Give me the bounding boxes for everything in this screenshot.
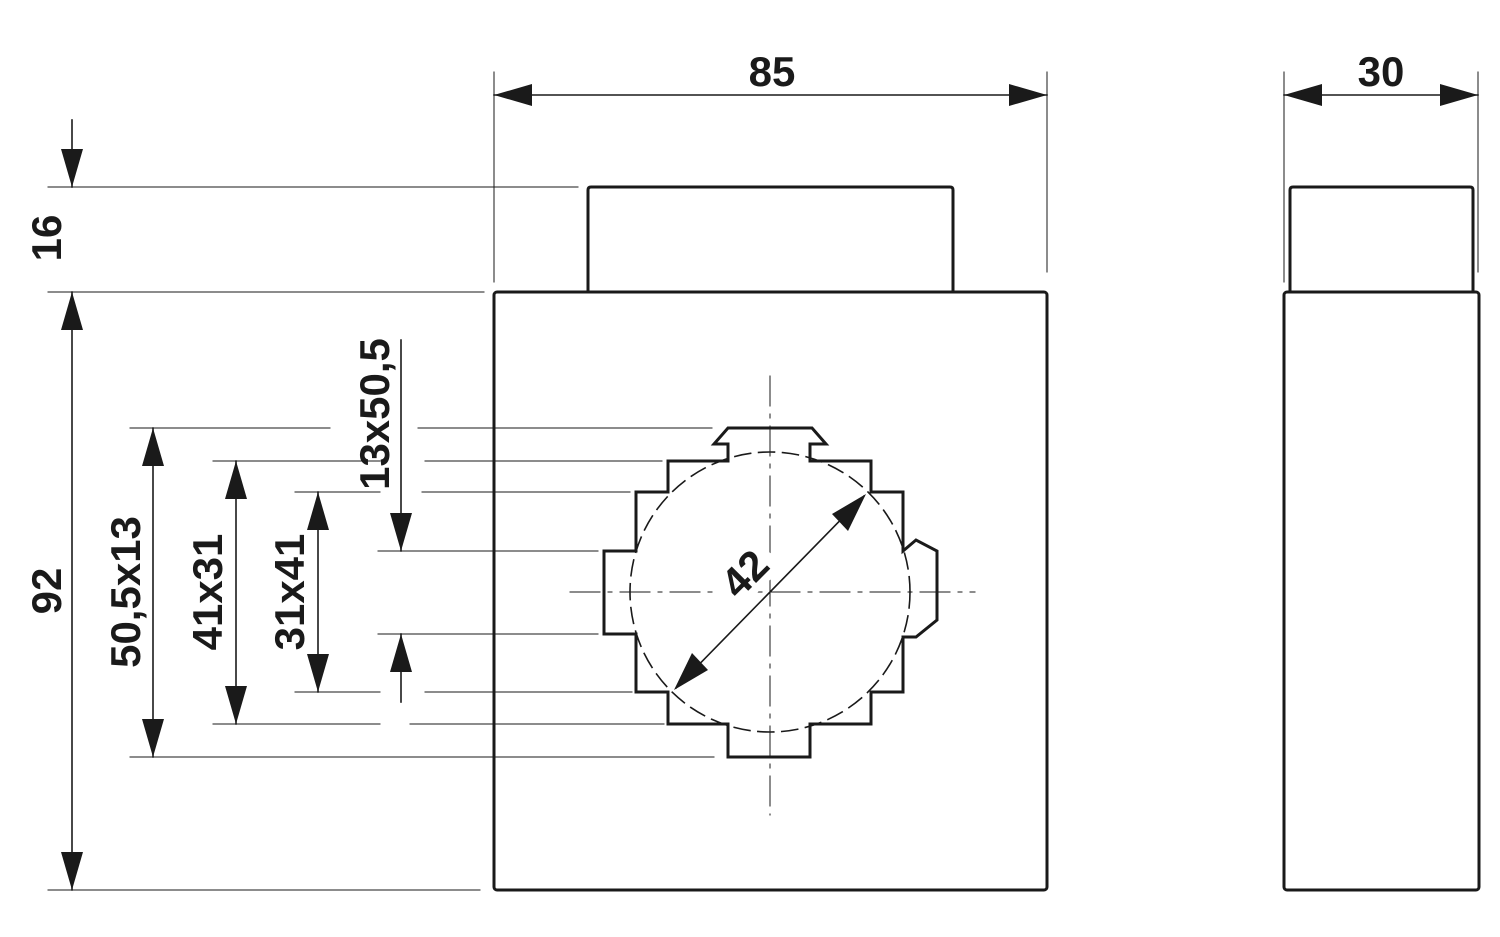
opening-dimension-13x50-5: 13x50,5 — [351, 338, 599, 703]
side-view — [1282, 185, 1481, 892]
arrow-85-right — [1009, 84, 1047, 106]
arrow-85-left — [494, 84, 532, 106]
arrow-c-bottom — [307, 654, 329, 692]
arrow-16-down — [61, 149, 83, 187]
opening-dimension-50-5x13: 50,5x13 — [102, 427, 715, 758]
arrow-d-up — [390, 634, 412, 672]
arrow-92-bottom — [61, 852, 83, 890]
arrow-a-bottom — [142, 719, 164, 757]
opening-label-a: 50,5x13 — [102, 516, 149, 668]
opening-label-d: 13x50,5 — [351, 338, 398, 490]
front-top-cap — [586, 185, 955, 294]
depth-label-30: 30 — [1358, 48, 1405, 95]
opening-dimension-31x41: 31x41 — [266, 491, 633, 693]
arrow-b-bottom — [225, 686, 247, 724]
front-view: 42 — [492, 185, 1049, 892]
depth-dimension-30: 30 — [1283, 48, 1479, 283]
side-body — [1282, 290, 1481, 892]
arrow-30-right — [1440, 84, 1478, 106]
width-label-85: 85 — [749, 48, 796, 95]
diameter-dimension-line — [674, 494, 866, 690]
height-label-16: 16 — [23, 215, 70, 262]
arrow-b-top — [225, 461, 247, 499]
diameter-arrow-top — [832, 494, 866, 531]
height-dimension-16: 16 — [23, 119, 579, 330]
front-body — [492, 290, 1049, 892]
arrow-30-left — [1284, 84, 1322, 106]
diameter-label: 42 — [712, 541, 778, 607]
side-top-cap — [1288, 185, 1475, 294]
arrow-c-top — [307, 492, 329, 530]
width-dimension-85: 85 — [493, 48, 1048, 283]
opening-dimension-41x31: 41x31 — [184, 460, 665, 725]
arrow-d-down — [390, 513, 412, 551]
height-dimension-92: 92 — [23, 291, 481, 891]
conductor-opening — [602, 426, 939, 759]
diameter-label-bg — [704, 532, 784, 612]
opening-label-c: 31x41 — [266, 534, 313, 651]
opening-label-b: 41x31 — [184, 534, 231, 651]
height-label-92: 92 — [23, 568, 70, 615]
diameter-arrow-bottom — [674, 653, 708, 690]
arrow-a-top — [142, 428, 164, 466]
